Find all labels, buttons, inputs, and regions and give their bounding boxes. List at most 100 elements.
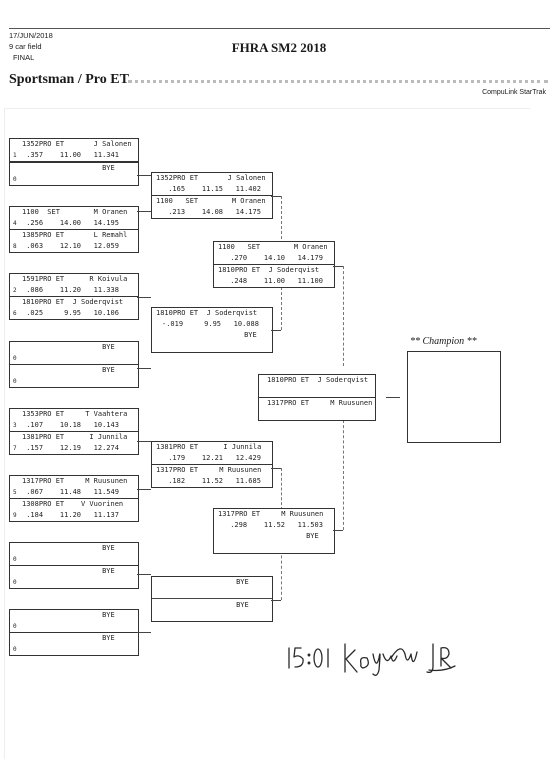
r1-pair-4-bottom: BYE 0 [9, 364, 139, 388]
r3-p2-top-entry: 1317PRO ET M Ruusunen [218, 510, 324, 518]
champion-label: ** Champion ** [410, 336, 477, 347]
r2-p2-bottom-entry: BYE [164, 331, 257, 339]
r2-p3-top-entry: 1381PRO ET I Junnila [156, 443, 262, 451]
r1-p2-bottom-seed: 8 [13, 243, 17, 250]
connector [271, 196, 281, 197]
connector [137, 175, 151, 176]
class-heading: Sportsman / Pro ET [9, 72, 129, 87]
r1-p3-bottom-stats: .025 9.95 10.106 [22, 309, 119, 317]
r1-p5-bottom-stats: .157 12.19 12.274 [22, 444, 119, 452]
r1-p5-top-stats: .107 10.18 10.143 [22, 421, 119, 429]
r1-p6-top-entry: 1317PRO ET M Ruusunen [22, 477, 128, 485]
r1-p4-bottom-seed: 0 [13, 378, 17, 385]
r2-p4-divider [152, 598, 272, 599]
r1-p2-top-seed: 4 [13, 220, 17, 227]
r2-p1-bottom-stats: .213 14.08 14.175 [164, 208, 261, 216]
r1-p5-bottom-seed: 7 [13, 445, 17, 452]
r2-p1-top-entry: 1352PRO ET J Salonen [156, 174, 266, 182]
r3-p1-top-stats: .270 14.10 14.179 [226, 254, 323, 262]
r1-p6-top-seed: 5 [13, 489, 17, 496]
connector [137, 441, 151, 442]
connector [281, 196, 282, 244]
connector [386, 397, 400, 398]
r1-p8-bottom-seed: 0 [13, 646, 17, 653]
r1-p1-bottom-entry: BYE [22, 164, 115, 172]
header-rule [9, 28, 550, 29]
r1-p3-top-stats: .086 11.20 11.338 [22, 286, 119, 294]
champion-box [407, 351, 501, 443]
r3-p1-bottom-stats: .248 11.00 11.100 [226, 277, 323, 285]
r1-pair-6-bottom: 1308PRO ET V Vuorinen 9 .184 11.20 11.13… [9, 498, 139, 522]
r2-pair-1-top: 1352PRO ET J Salonen .165 11.15 11.402 [151, 172, 273, 196]
r1-pair-2-top: 1100 SET M Oranen 4 .256 14.00 14.195 [9, 206, 139, 230]
r1-p8-bottom-entry: BYE [22, 634, 115, 642]
r1-pair-1-top: 1352PRO ET J Salonen 1 .357 11.00 11.341 [9, 138, 139, 162]
r1-pair-5-top: 1353PRO ET T Vaahtera 3 .107 10.18 10.14… [9, 408, 139, 432]
r1-p7-top-seed: 0 [13, 556, 17, 563]
r1-p3-bottom-entry: 1810PRO ET J Soderqvist [22, 298, 124, 306]
connector [281, 545, 282, 600]
r1-pair-5-bottom: 1381PRO ET I Junnila 7 .157 12.19 12.274 [9, 431, 139, 455]
r1-p3-bottom-seed: 6 [13, 310, 17, 317]
r2-p4-top-entry: BYE [156, 578, 249, 586]
r1-p5-bottom-entry: 1381PRO ET I Junnila [22, 433, 128, 441]
connector [137, 489, 151, 490]
r1-pair-8-top: BYE 0 [9, 609, 139, 633]
r1-p2-top-stats: .256 14.00 14.195 [22, 219, 119, 227]
r2-p3-bottom-entry: 1317PRO ET M Ruusunen [156, 466, 262, 474]
connector [137, 211, 151, 212]
r1-p2-bottom-stats: .063 12.10 12.059 [22, 242, 119, 250]
r1-p4-top-entry: BYE [22, 343, 115, 351]
r2-p2-top-stats: -.019 9.95 10.088 [162, 320, 259, 328]
r1-p1-top-seed: 1 [13, 152, 17, 159]
connector [137, 368, 151, 369]
r1-pair-3-bottom: 1810PRO ET J Soderqvist 6 .025 9.95 10.1… [9, 296, 139, 320]
r1-p1-top-stats: .357 11.00 11.341 [22, 151, 119, 159]
header-round: FINAL [13, 53, 35, 62]
r3-p1-top-entry: 1100 SET M Oranen [218, 243, 328, 251]
r1-p7-bottom-seed: 0 [13, 579, 17, 586]
r3-p1-bottom-entry: 1810PRO ET J Soderqvist [218, 266, 320, 274]
r2-pair-1-bottom: 1100 SET M Oranen .213 14.08 14.175 [151, 195, 273, 219]
r1-p1-top-entry: 1352PRO ET J Salonen [22, 140, 132, 148]
r1-pair-2-bottom: 1385PRO ET L Remahl 8 .063 12.10 12.059 [9, 229, 139, 253]
connector [343, 420, 344, 530]
final-bottom: 1317PRO ET M Ruusunen [258, 397, 376, 421]
r1-pair-6-top: 1317PRO ET M Ruusunen 5 .067 11.48 11.54… [9, 475, 139, 499]
r3-pair-1-top: 1100 SET M Oranen .270 14.10 14.179 [213, 241, 335, 265]
header-date: 17/JUN/2018 [9, 31, 53, 40]
r1-pair-8-bottom: BYE 0 [9, 632, 139, 656]
r1-pair-3-top: 1591PRO ET R Koivula 2 .086 11.20 11.338 [9, 273, 139, 297]
r2-pair-3-bottom: 1317PRO ET M Ruusunen .182 11.52 11.685 [151, 464, 273, 488]
r1-pair-7-top: BYE 0 [9, 542, 139, 566]
r1-p7-bottom-entry: BYE [22, 567, 115, 575]
r3-pair-2: 1317PRO ET M Ruusunen .298 11.52 11.503 … [213, 508, 335, 554]
r2-pair-4: BYE BYE [151, 576, 273, 622]
r2-p2-top-entry: 1810PRO ET J Soderqvist [156, 309, 258, 317]
r2-p4-bottom-entry: BYE [156, 601, 249, 609]
r1-p6-bottom-seed: 9 [13, 512, 17, 519]
r1-p5-top-seed: 3 [13, 422, 17, 429]
r2-pair-3-top: 1381PRO ET I Junnila .179 12.21 12.429 [151, 441, 273, 465]
event-title: FHRA SM2 2018 [231, 40, 327, 55]
r1-p3-top-seed: 2 [13, 287, 17, 294]
final-top-entry: 1810PRO ET J Soderqvist [267, 376, 369, 384]
heading-dotted-rule [128, 80, 548, 83]
final-top: 1810PRO ET J Soderqvist [258, 374, 376, 398]
r1-pair-7-bottom: BYE 0 [9, 565, 139, 589]
r1-p2-bottom-entry: 1385PRO ET L Remahl [22, 231, 128, 239]
connector [137, 632, 151, 633]
header-field-size: 9 car field [9, 42, 42, 51]
connector [333, 266, 343, 267]
r1-pair-4-top: BYE 0 [9, 341, 139, 365]
connector [343, 266, 344, 366]
r3-p2-top-stats: .298 11.52 11.503 [226, 521, 323, 529]
r3-pair-1-bottom: 1810PRO ET J Soderqvist .248 11.00 11.10… [213, 264, 335, 288]
connector [281, 468, 282, 510]
r2-pair-2: 1810PRO ET J Soderqvist -.019 9.95 10.08… [151, 307, 273, 353]
r3-p2-bottom-entry: BYE [226, 532, 319, 540]
connector [271, 468, 281, 469]
r1-p6-bottom-entry: 1308PRO ET V Vuorinen [22, 500, 124, 508]
brand-label: CompuLink StarTrak [482, 89, 546, 96]
r1-p5-top-entry: 1353PRO ET T Vaahtera [22, 410, 128, 418]
